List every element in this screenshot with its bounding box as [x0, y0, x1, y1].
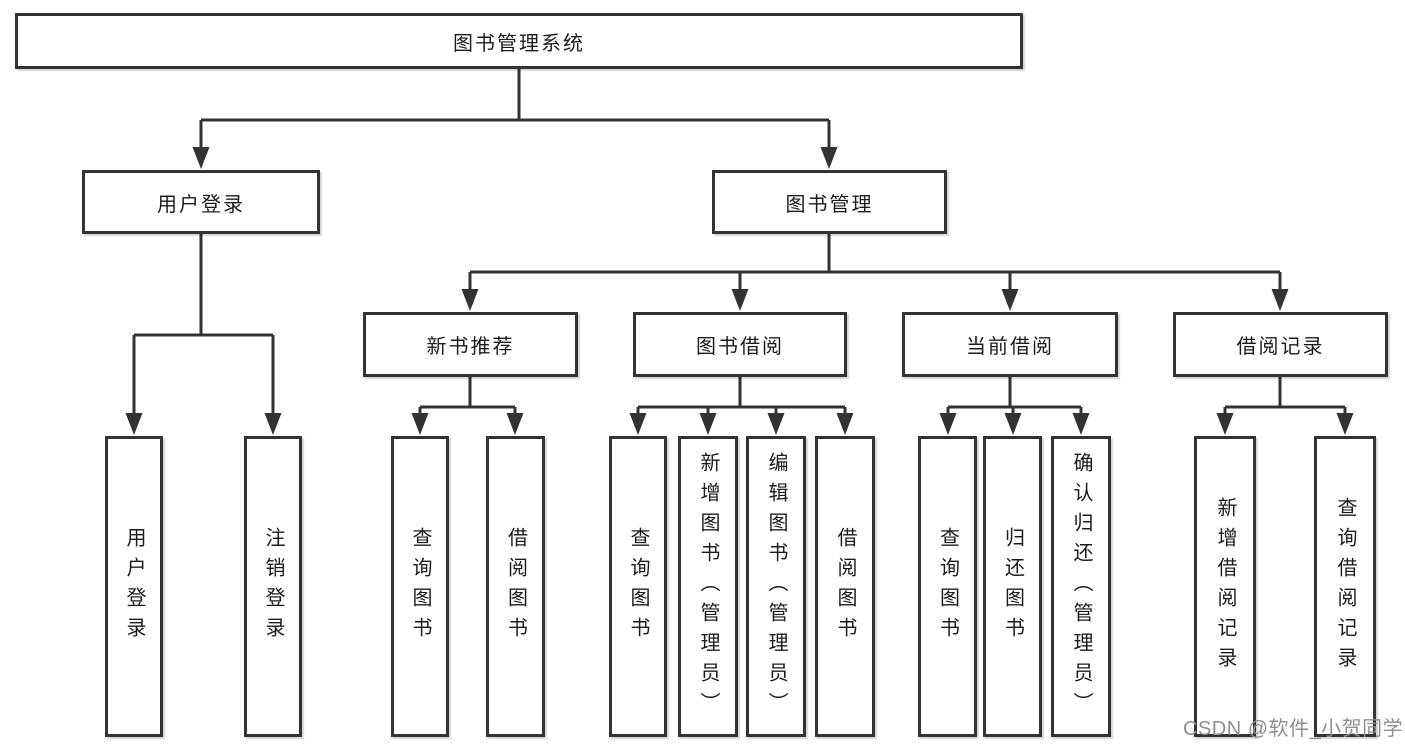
- node-label: 新增借阅记录: [1214, 496, 1236, 677]
- node-label: 编辑图书（管理员）: [765, 451, 787, 722]
- leaf-edit-book-admin: 编辑图书（管理员）: [746, 436, 806, 737]
- node-label: 查询图书: [409, 526, 431, 647]
- leaf-logout: 注销登录: [244, 436, 302, 737]
- node-label: 图书管理: [785, 193, 874, 216]
- node-label: 借阅记录: [1236, 336, 1325, 358]
- leaf-borrow-books-newbook: 借阅图书: [486, 436, 545, 737]
- node-label: 查询借阅记录: [1334, 496, 1356, 677]
- leaf-add-book-admin: 新增图书（管理员）: [678, 436, 738, 737]
- node-borrowing-records: 借阅记录: [1173, 312, 1388, 377]
- node-book-management: 图书管理: [712, 170, 947, 234]
- leaf-query-borrow-record: 查询借阅记录: [1314, 436, 1376, 737]
- node-label: 新增图书（管理员）: [697, 451, 719, 722]
- node-label: 借阅图书: [834, 526, 856, 647]
- leaf-confirm-return-admin: 确认归还（管理员）: [1051, 436, 1111, 737]
- node-label: 用户登录: [123, 526, 145, 647]
- leaf-query-books-newbook: 查询图书: [391, 436, 449, 737]
- leaf-return-book: 归还图书: [983, 436, 1042, 737]
- csdn-watermark: CSDN @软件_小贺同学: [1183, 718, 1404, 740]
- node-label: 用户登录: [157, 193, 245, 216]
- node-label: 查询图书: [627, 526, 649, 647]
- connector-lines: [132, 69, 1347, 414]
- leaf-borrow-books-borrow: 借阅图书: [815, 436, 875, 737]
- node-book-borrowing: 图书借阅: [633, 312, 847, 377]
- node-library-system: 图书管理系统: [15, 13, 1023, 69]
- arrowhead-icons: [125, 147, 1354, 435]
- node-label: 新书推荐: [426, 336, 515, 358]
- node-label: 图书管理系统: [453, 32, 585, 55]
- node-label: 当前借阅: [966, 336, 1054, 358]
- node-label: 图书借阅: [696, 336, 784, 358]
- leaf-user-login: 用户登录: [105, 436, 163, 737]
- leaf-add-borrow-record: 新增借阅记录: [1194, 436, 1256, 737]
- leaf-query-books-current: 查询图书: [918, 436, 977, 737]
- node-user-login: 用户登录: [82, 170, 320, 234]
- leaf-query-books-borrow: 查询图书: [609, 436, 667, 737]
- node-current-borrowing: 当前借阅: [902, 312, 1118, 377]
- node-label: 查询图书: [936, 526, 959, 647]
- node-new-book-recommend: 新书推荐: [363, 312, 578, 377]
- node-label: 确认归还（管理员）: [1070, 451, 1092, 722]
- node-label: 借阅图书: [504, 526, 527, 647]
- node-label: 归还图书: [1001, 526, 1024, 647]
- node-label: 注销登录: [262, 526, 284, 647]
